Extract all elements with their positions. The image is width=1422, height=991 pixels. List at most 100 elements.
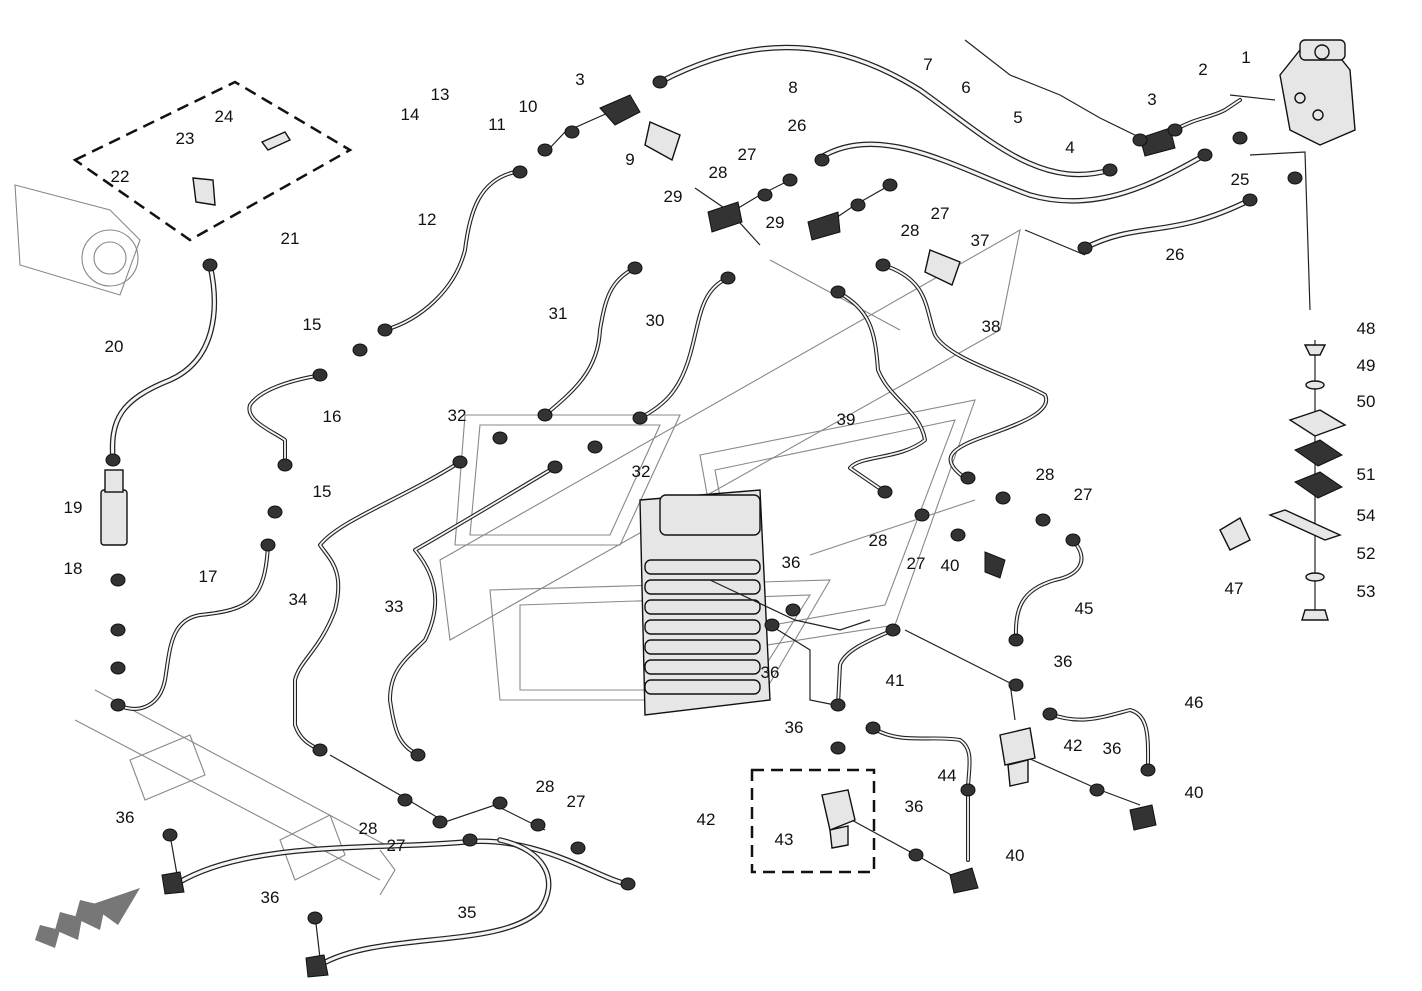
valve-spool-section (644, 619, 761, 635)
callout-41: 41 (886, 671, 905, 690)
callout-40: 40 (941, 556, 960, 575)
callout-11: 11 (488, 115, 506, 134)
fitting-nut (1035, 513, 1051, 527)
callout-28: 28 (901, 221, 920, 240)
fitting-nut (462, 833, 478, 847)
direction-arrow-icon (35, 888, 140, 948)
fitting-nut (512, 165, 528, 179)
valve-spool-section (644, 579, 761, 595)
fitting-nut (377, 323, 393, 337)
fitting-nut (1167, 123, 1183, 137)
fitting-nut (875, 258, 891, 272)
fitting-nut (1089, 783, 1105, 797)
callout-48: 48 (1357, 319, 1376, 338)
fitting-nut (587, 440, 603, 454)
fitting-nut (830, 285, 846, 299)
callout-49: 49 (1357, 356, 1376, 375)
fitting-nut (1197, 148, 1213, 162)
callout-4: 4 (1065, 138, 1074, 157)
callout-30: 30 (646, 311, 665, 330)
control-valve-block (639, 489, 771, 716)
callout-19: 19 (64, 498, 83, 517)
callout-52: 52 (1357, 544, 1376, 563)
callout-2: 2 (1198, 60, 1207, 79)
fitting-nut (1008, 678, 1024, 692)
callout-51: 51 (1357, 465, 1376, 484)
fitting-nut (785, 603, 801, 617)
callout-21: 21 (281, 229, 300, 248)
callout-36: 36 (782, 553, 801, 572)
callout-42: 42 (1064, 736, 1083, 755)
callout-50: 50 (1357, 392, 1376, 411)
callout-1: 1 (1241, 48, 1250, 67)
fitting-nut (432, 815, 448, 829)
callout-24: 24 (215, 107, 234, 126)
callout-25: 25 (1231, 170, 1250, 189)
callout-27: 27 (387, 836, 406, 855)
callout-8: 8 (788, 78, 797, 97)
callout-54: 54 (1357, 506, 1376, 525)
callout-23: 23 (176, 129, 195, 148)
fitting-nut (110, 698, 126, 712)
pipes (116, 98, 1242, 862)
callout-40: 40 (1006, 846, 1025, 865)
callout-17: 17 (199, 567, 218, 586)
fitting-nut (547, 460, 563, 474)
fitting-nut (397, 793, 413, 807)
valve-spool-section (644, 599, 761, 615)
callout-36: 36 (761, 663, 780, 682)
callout-6: 6 (961, 78, 970, 97)
callout-12: 12 (418, 210, 437, 229)
fitting-nut (865, 721, 881, 735)
callout-10: 10 (519, 97, 538, 116)
callout-36: 36 (116, 808, 135, 827)
callout-27: 27 (738, 145, 757, 164)
callout-28: 28 (359, 819, 378, 838)
fitting-nut (830, 698, 846, 712)
fitting-nut (312, 368, 328, 382)
callout-5: 5 (1013, 108, 1022, 127)
fitting-nut (1065, 533, 1081, 547)
fitting-nut (960, 783, 976, 797)
fitting-nut (1102, 163, 1118, 177)
fitting-nut (814, 153, 830, 167)
callout-43: 43 (775, 830, 794, 849)
callout-46: 46 (1185, 693, 1204, 712)
callout-3: 3 (575, 70, 584, 89)
callout-3: 3 (1147, 90, 1156, 109)
callout-38: 38 (982, 317, 1001, 336)
fitting-nut (307, 911, 323, 925)
fitting-nut (950, 528, 966, 542)
fitting-nut (908, 848, 924, 862)
callout-28: 28 (869, 531, 888, 550)
callout-28: 28 (1036, 465, 1055, 484)
callout-22: 22 (111, 167, 130, 186)
callout-39: 39 (837, 410, 856, 429)
callout-36: 36 (785, 718, 804, 737)
fitting-nut (1008, 633, 1024, 647)
callout-16: 16 (323, 407, 342, 426)
fitting-nut (1232, 131, 1248, 145)
fitting-nut (914, 508, 930, 522)
fitting-nut (757, 188, 773, 202)
fitting-nut (1132, 133, 1148, 147)
fitting-nut (720, 271, 736, 285)
callout-36: 36 (905, 797, 924, 816)
fitting-nut (564, 125, 580, 139)
fitting-nut (877, 485, 893, 499)
callout-44: 44 (938, 766, 957, 785)
fitting-nut (202, 258, 218, 272)
callout-53: 53 (1357, 582, 1376, 601)
callout-32: 32 (632, 462, 651, 481)
callout-27: 27 (907, 554, 926, 573)
fitting-nut (1042, 707, 1058, 721)
fitting-nut (110, 623, 126, 637)
fitting-nut (652, 75, 668, 89)
fitting-nut (410, 748, 426, 762)
callout-47: 47 (1225, 579, 1244, 598)
callout-36: 36 (1103, 739, 1122, 758)
callout-35: 35 (458, 903, 477, 922)
fitting-nut (352, 343, 368, 357)
fitting-nut (537, 408, 553, 422)
